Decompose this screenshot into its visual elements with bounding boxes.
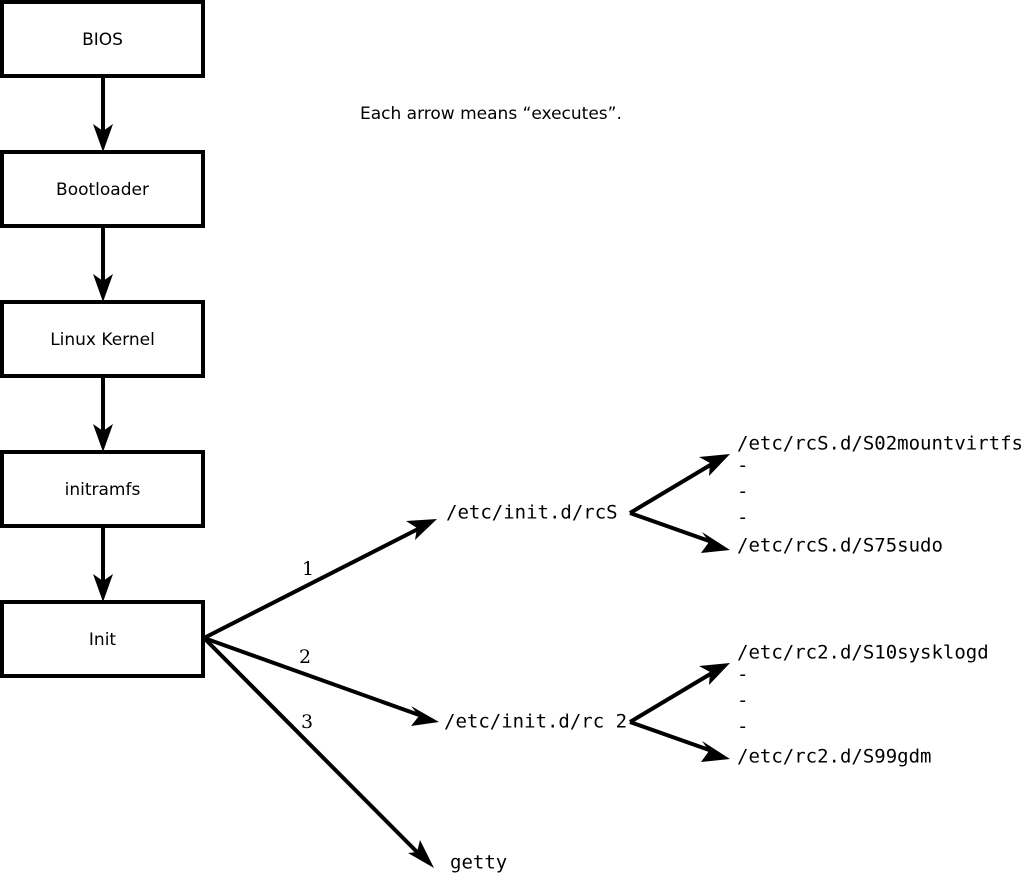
arrow-rc2-to-last-script — [629, 720, 730, 762]
branch-number-2: 2 — [299, 646, 311, 668]
box-outline — [0, 450, 205, 528]
boot-stage-bootloader: Bootloader — [0, 150, 205, 228]
rc2-script-first: /etc/rc2.d/S10sysklogd — [737, 642, 989, 664]
rcs-ellipsis-dash-2: - — [737, 481, 748, 503]
arrowhead — [93, 574, 113, 602]
arrowhead — [93, 424, 113, 452]
branch-label-rcs: /etc/init.d/rcS — [446, 502, 618, 524]
rcs-script-first: /etc/rcS.d/S02mountvirtfs — [737, 433, 1023, 455]
arrow-bios-to-bootloader — [93, 76, 113, 152]
boot-stage-linux-kernel: Linux Kernel — [0, 300, 205, 378]
arrowhead — [699, 454, 730, 476]
rc2-script-last: /etc/rc2.d/S99gdm — [737, 746, 931, 768]
rcs-ellipsis-dash-1: - — [737, 455, 748, 477]
branch-number-1: 1 — [302, 558, 314, 580]
rcs-script-last: /etc/rcS.d/S75sudo — [737, 535, 943, 557]
arrowhead — [93, 124, 113, 152]
boot-stage-init: Init — [0, 600, 205, 678]
box-outline — [0, 0, 205, 78]
rcs-ellipsis-dash-3: - — [737, 507, 748, 529]
arrowhead — [408, 840, 434, 868]
arrow-rcs-to-first-script — [628, 454, 730, 515]
arrowhead — [701, 532, 730, 553]
branch-number-3: 3 — [301, 711, 313, 733]
arrowhead — [411, 706, 439, 726]
box-outline — [0, 600, 205, 678]
rc2-ellipsis-dash-3: - — [737, 716, 748, 738]
arrowhead — [406, 519, 437, 540]
branch-label-rc2: /etc/init.d/rc 2 — [444, 711, 627, 733]
legend-note: Each arrow means “executes”. — [360, 104, 622, 124]
arrowhead — [699, 663, 730, 685]
arrow-init-branch-2 — [203, 636, 439, 726]
boot-stage-bios: BIOS — [0, 0, 205, 78]
rc2-ellipsis-dash-2: - — [737, 690, 748, 712]
arrow-rcs-to-last-script — [629, 511, 730, 553]
box-label: Bootloader — [56, 180, 149, 200]
arrow-init-branch-1 — [203, 519, 437, 640]
box-label: Linux Kernel — [50, 330, 155, 350]
box-label: initramfs — [65, 480, 141, 500]
box-label: Init — [89, 630, 117, 650]
arrowhead — [93, 274, 113, 302]
branch-label-getty: getty — [450, 852, 507, 874]
arrow-initramfs-to-init — [93, 526, 113, 602]
arrow-init-branch-3 — [202, 636, 434, 868]
arrow-rc2-to-first-script — [628, 663, 730, 724]
boot-stage-initramfs: initramfs — [0, 450, 205, 528]
rc2-ellipsis-dash-1: - — [737, 664, 748, 686]
arrow-kernel-to-initramfs — [93, 376, 113, 452]
box-label: BIOS — [82, 30, 123, 50]
arrowhead — [701, 741, 730, 762]
arrow-bootloader-to-kernel — [93, 226, 113, 302]
